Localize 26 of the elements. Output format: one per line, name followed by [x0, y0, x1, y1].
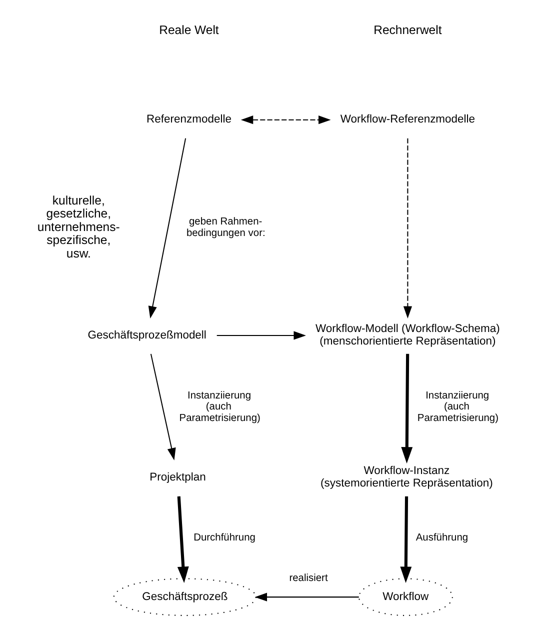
node-text: Geschäftsprozeßmodell: [88, 329, 206, 342]
node-ellipse: Workflow: [358, 578, 453, 616]
arrow: [254, 592, 359, 602]
label: Rechnerwelt: [374, 23, 442, 38]
node-text: Workflow-Modell (Workflow-Schema) (menschorientierte Repräsentation): [316, 323, 500, 348]
arrow: [240, 116, 331, 124]
node-text: Workflow-Referenzmodelle: [340, 114, 476, 126]
edge-label: Instanziierung (auch Parametrisierung): [179, 390, 260, 424]
arrow: [403, 138, 412, 319]
edge-label: Durchführung: [194, 532, 256, 544]
edge-label: Instanziierung (auch Parametrisierung): [417, 390, 499, 424]
node-text: Projektplan: [150, 471, 206, 484]
node-text: Workflow-Instanz (systemorientierte Repräsentation): [320, 465, 493, 490]
node-text: Referenzmodelle: [146, 114, 232, 126]
edge-label: Ausführung: [416, 532, 468, 544]
node-ellipse: Geschäftsprozeß: [113, 578, 256, 616]
edge-label: geben Rahmen- bedingungen vor:: [186, 216, 266, 239]
arrow: [216, 331, 306, 340]
label: kulturelle, gesetzliche, unternehmens- spezifische, usw.: [37, 193, 120, 260]
edge-label: realisiert: [289, 573, 328, 584]
arrow: [401, 354, 413, 464]
arrow: [150, 354, 176, 460]
arrow: [177, 496, 189, 584]
arrow: [148, 138, 186, 319]
arrow: [400, 496, 412, 584]
label: Reale Welt: [159, 23, 219, 38]
